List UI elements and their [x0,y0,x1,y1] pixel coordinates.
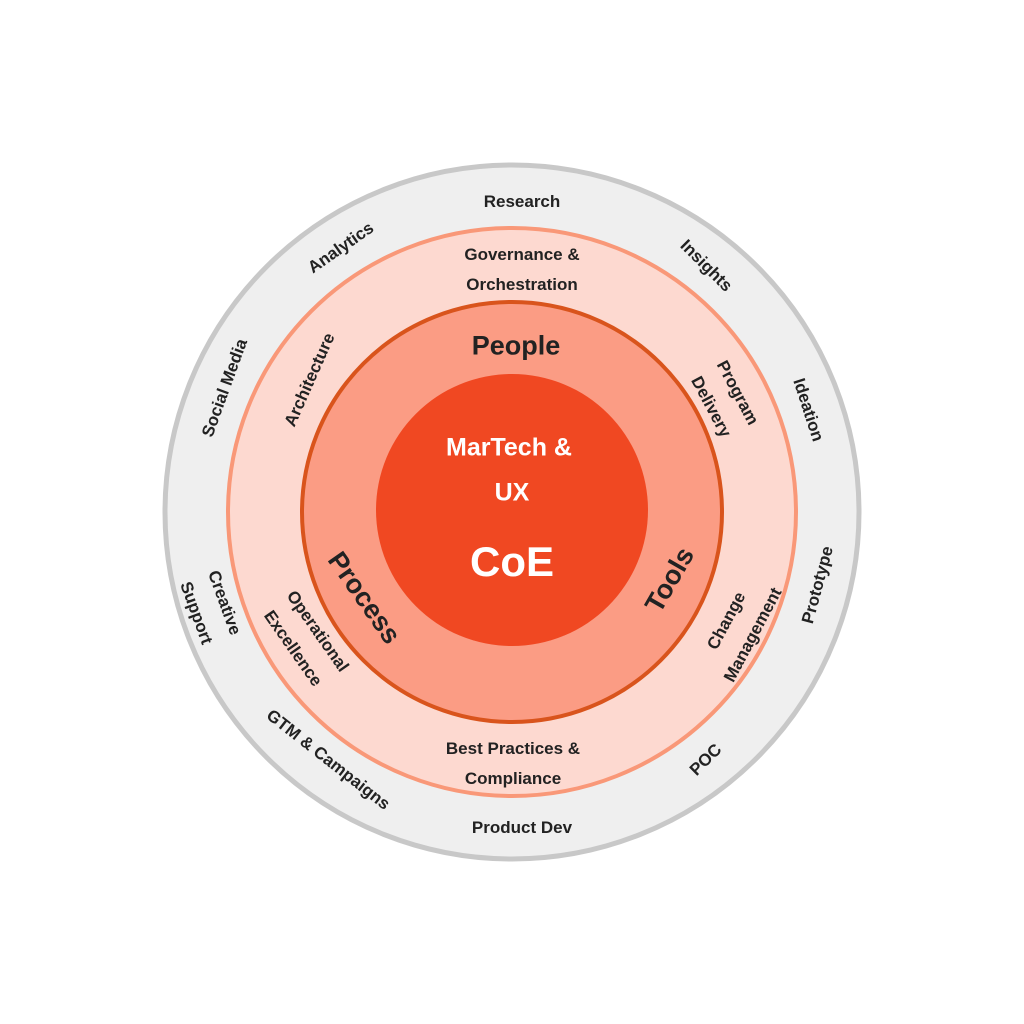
label-governance: Governance &Orchestration [464,245,580,294]
label-product-dev: Product Dev [471,818,573,837]
center-coe: CoE [470,538,554,585]
label-best-practices: Best Practices &Compliance [445,739,581,788]
label-research: Research [483,192,561,211]
pillar-people: People [471,330,561,361]
core-circle [376,374,648,646]
center-title-line2: UX [494,478,530,507]
center-title-line1: MarTech & [446,433,572,462]
